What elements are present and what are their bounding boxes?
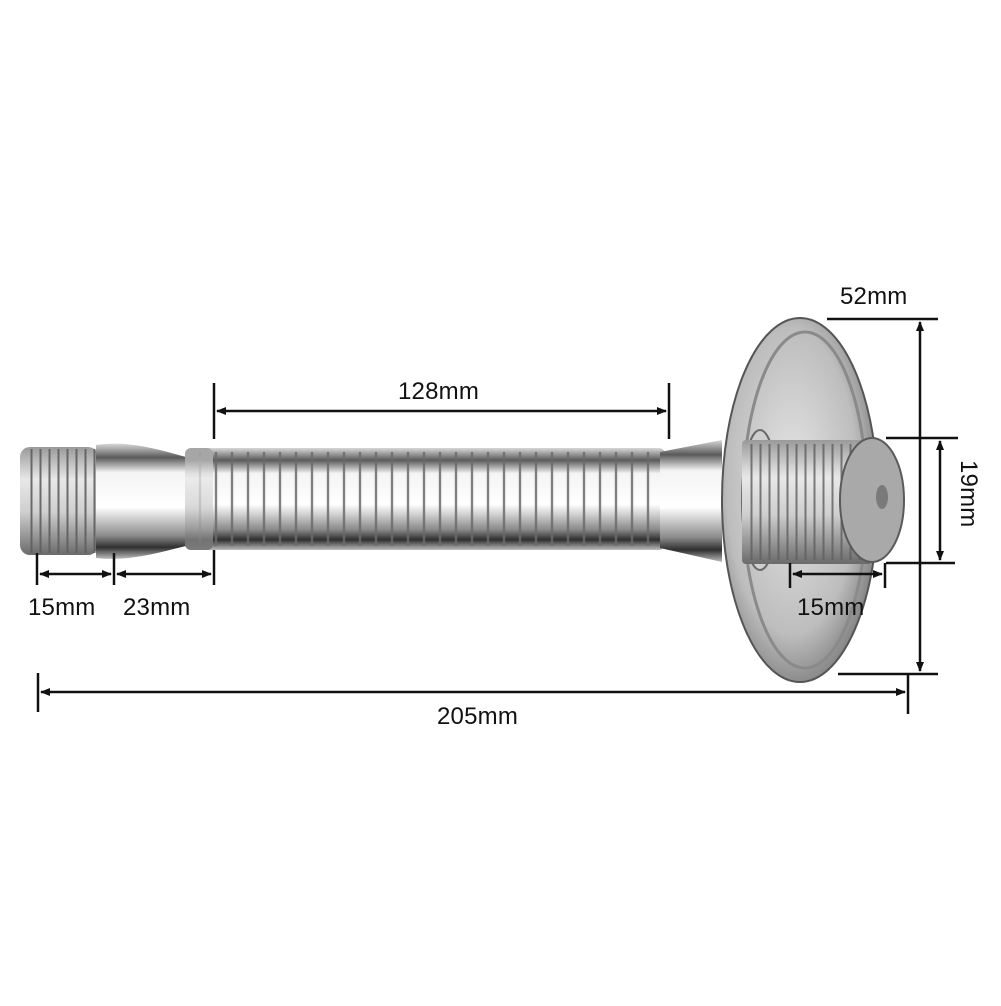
inlet-thread xyxy=(20,447,98,555)
inlet-collar xyxy=(96,443,190,559)
label-outlet-thread-length: 15mm xyxy=(797,594,865,621)
label-flange-diameter: 52mm xyxy=(840,283,908,310)
dimension-inlet xyxy=(35,550,216,585)
flexible-hose xyxy=(185,448,665,550)
label-overall-length: 205mm xyxy=(437,703,519,730)
label-flexible-section: 128mm xyxy=(398,378,480,405)
label-outlet-thread-diameter: 19mm xyxy=(955,460,982,528)
outlet-thread xyxy=(742,437,905,564)
label-inlet-thread-length: 15mm xyxy=(28,594,96,621)
label-inlet-collar-length: 23mm xyxy=(123,594,191,621)
dimension-flexible-section xyxy=(212,383,671,439)
dimension-overall-length xyxy=(36,673,910,714)
dimension-flange-diameter xyxy=(827,317,938,676)
dimension-outlet-thread-length xyxy=(788,563,887,588)
outlet-neck xyxy=(660,440,722,562)
dimension-outlet-thread-diameter xyxy=(886,436,958,565)
